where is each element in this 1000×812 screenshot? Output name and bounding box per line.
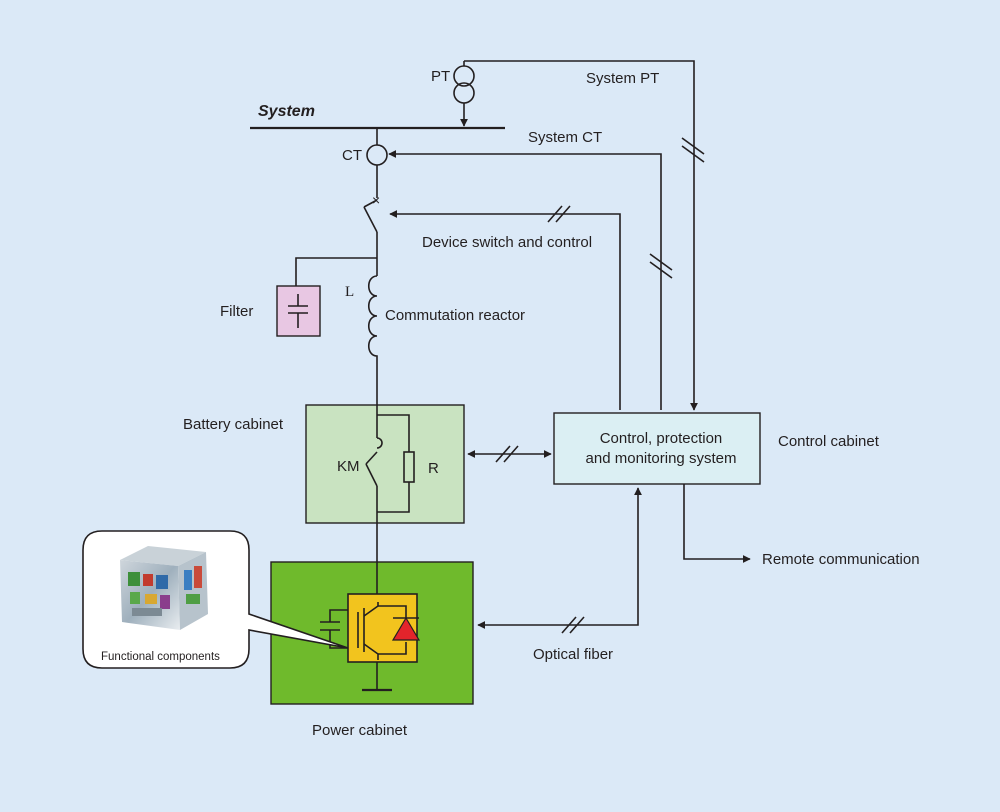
pt-label: PT xyxy=(431,68,450,85)
ground-icon xyxy=(362,662,392,692)
commutation-reactor-label: Commutation reactor xyxy=(385,307,525,324)
km-label: KM xyxy=(337,458,360,475)
battery-cabinet-label: Battery cabinet xyxy=(183,416,284,433)
system-label: System xyxy=(258,103,315,120)
optical-fiber-slash-icon xyxy=(561,616,585,634)
functional-components-image xyxy=(108,541,224,639)
filter-box xyxy=(276,285,321,337)
system-ct-slash-icon xyxy=(649,253,673,279)
ct-label: CT xyxy=(342,147,362,164)
functional-components-label: Functional components xyxy=(101,651,220,663)
diode-icon xyxy=(391,616,421,641)
control-system-box xyxy=(553,412,761,485)
igbt-icon xyxy=(357,602,407,660)
device-control-slash-icon xyxy=(547,205,571,223)
remote-communication-line xyxy=(683,484,751,563)
resistor-bypass-line xyxy=(377,414,410,452)
system-pt-slash-icon xyxy=(681,137,705,163)
optical-fiber-label: Optical fiber xyxy=(533,646,613,663)
device-switch-icon xyxy=(363,199,378,258)
power-cabinet-label: Power cabinet xyxy=(312,722,408,739)
optical-fiber-line xyxy=(477,487,642,629)
dc-capacitor-icon xyxy=(320,609,348,649)
filter-label: Filter xyxy=(220,303,253,320)
battery-cabinet-box xyxy=(305,404,465,524)
battery-control-slash-icon xyxy=(495,445,519,463)
filter-branch-line xyxy=(295,257,377,286)
device-control-line xyxy=(389,210,621,410)
pt-transformer-icon xyxy=(453,61,475,127)
r-label: R xyxy=(428,460,439,477)
system-pt-line xyxy=(464,60,698,411)
device-switch-label: Device switch and control xyxy=(422,234,592,251)
capacitor-icon xyxy=(288,294,308,328)
remote-communication-label: Remote communication xyxy=(762,551,920,568)
system-ct-label: System CT xyxy=(528,129,602,146)
inductor-icon xyxy=(367,275,378,364)
system-pt-label: System PT xyxy=(586,70,659,87)
contactor-km-icon xyxy=(365,405,383,523)
control-cabinet-label: Control cabinet xyxy=(778,433,880,450)
ct-icon xyxy=(366,144,388,166)
inductor-label: L xyxy=(345,284,354,300)
control-system-label-line2: and monitoring system xyxy=(586,450,737,467)
system-ct-line xyxy=(388,150,662,410)
control-system-label-line1: Control, protection xyxy=(600,430,723,447)
